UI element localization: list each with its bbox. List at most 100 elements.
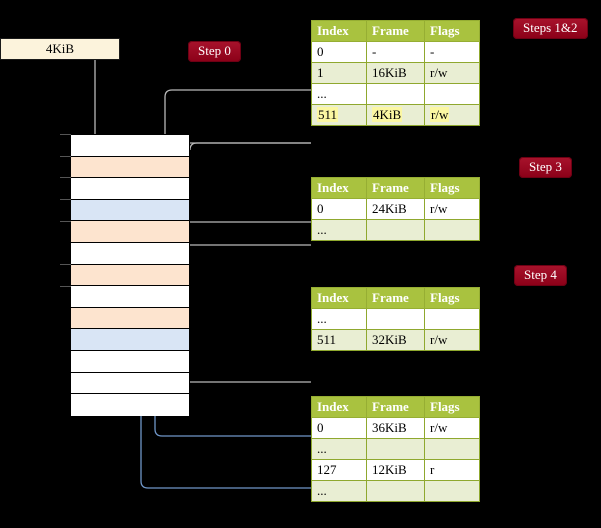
memory-frame-row	[71, 156, 189, 179]
memory-frame-row	[71, 178, 189, 200]
highlighted-value: 4KiB	[372, 106, 403, 122]
wire-grid-right-lane-1	[182, 142, 311, 156]
column-header-frame: Frame	[366, 20, 425, 42]
table-cell: r/w	[424, 417, 480, 439]
badge-step-4: Step 4	[514, 265, 567, 286]
column-header-frame: Frame	[366, 177, 425, 199]
highlighted-value: r/w	[430, 106, 450, 122]
highlighted-value: 511	[317, 106, 339, 122]
column-header-index: Index	[311, 20, 367, 42]
grid-tick	[60, 177, 71, 178]
table-row: ...	[311, 480, 480, 502]
table-cell: 511	[311, 104, 367, 126]
memory-frame-row	[71, 199, 189, 222]
table-row: ...	[311, 83, 480, 105]
table-cell	[424, 83, 480, 105]
table-cell: 12KiB	[366, 459, 425, 481]
table-cell: 24KiB	[366, 198, 425, 220]
memory-frame-row	[71, 372, 189, 395]
grid-tick	[60, 199, 71, 200]
column-header-index: Index	[311, 287, 367, 309]
table-cell: -	[424, 41, 480, 63]
physical-memory-grid	[70, 134, 190, 416]
grid-tick	[60, 134, 71, 135]
wire-grid-right-lane-3	[173, 316, 311, 383]
table-cell	[366, 83, 425, 105]
table-cell: 36KiB	[366, 417, 425, 439]
table-cell	[424, 480, 480, 502]
table-cell	[366, 219, 425, 241]
grid-tick	[60, 221, 71, 222]
table-cell: r/w	[424, 104, 480, 126]
memory-frame-row	[71, 135, 189, 157]
badge-step-0: Step 0	[188, 41, 241, 62]
column-header-flags: Flags	[424, 20, 480, 42]
table-cell: 511	[311, 329, 367, 351]
table-cell	[366, 438, 425, 460]
memory-frame-row	[71, 221, 189, 243]
table-cell: 0	[311, 417, 367, 439]
column-header-flags: Flags	[424, 396, 480, 418]
table-cell: 0	[311, 41, 367, 63]
table-cell	[424, 219, 480, 241]
column-header-flags: Flags	[424, 177, 480, 199]
table-cell: r/w	[424, 329, 480, 351]
table-cell: r/w	[424, 198, 480, 220]
column-header-index: Index	[311, 396, 367, 418]
table-cell: 1	[311, 62, 367, 84]
column-header-flags: Flags	[424, 287, 480, 309]
table-cell: ...	[311, 438, 367, 460]
table-cell: ...	[311, 219, 367, 241]
virtual-address-box: 4KiB	[0, 38, 120, 60]
table-row: ...	[311, 308, 480, 330]
badge-steps-1-2: Steps 1&2	[513, 18, 588, 39]
table-row: 511 4KiB r/w	[311, 104, 480, 126]
grid-tick	[60, 156, 71, 157]
table-cell: 127	[311, 459, 367, 481]
memory-frame-row	[71, 286, 189, 308]
table-cell: ...	[311, 480, 367, 502]
memory-frame-row	[71, 350, 189, 373]
table-cell	[366, 480, 425, 502]
column-header-index: Index	[311, 177, 367, 199]
memory-frame-row	[71, 394, 189, 416]
table-cell: -	[366, 41, 425, 63]
table-cell: r/w	[424, 62, 480, 84]
grid-tick	[60, 264, 71, 265]
table-cell	[366, 308, 425, 330]
wire-grid-right-lane-2	[178, 244, 311, 267]
table-cell	[424, 438, 480, 460]
column-header-frame: Frame	[366, 287, 425, 309]
table-cell: 16KiB	[366, 62, 425, 84]
table-cell: r	[424, 459, 480, 481]
memory-frame-row	[71, 242, 189, 265]
wire-grid-row1-out	[189, 142, 311, 151]
table-cell: 32KiB	[366, 329, 425, 351]
table-cell	[424, 308, 480, 330]
table-cell: ...	[311, 83, 367, 105]
column-header-frame: Frame	[366, 396, 425, 418]
table-row: ...	[311, 219, 480, 241]
memory-frame-row	[71, 307, 189, 330]
table-cell: 4KiB	[366, 104, 425, 126]
grid-tick	[60, 286, 71, 287]
table-row: 0--	[311, 41, 480, 63]
table-cell: ...	[311, 308, 367, 330]
badge-step-3: Step 3	[519, 157, 572, 178]
table-cell: 0	[311, 198, 367, 220]
table-row: ...	[311, 438, 480, 460]
memory-frame-row	[71, 264, 189, 287]
